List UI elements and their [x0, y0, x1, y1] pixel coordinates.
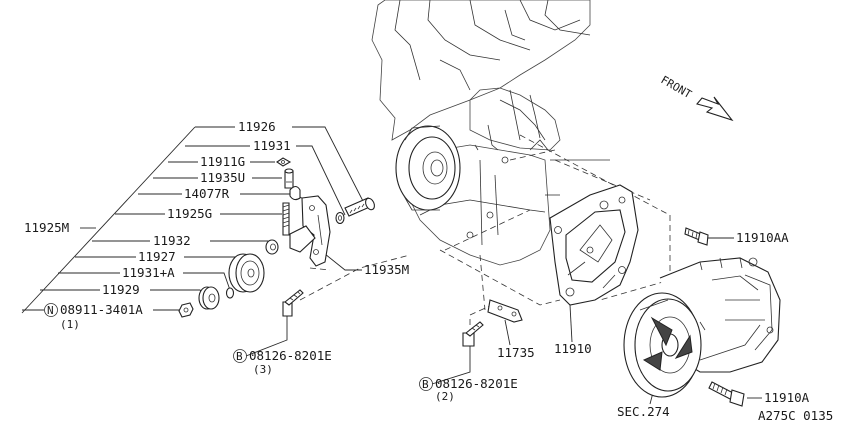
label-11927: 11927	[138, 249, 176, 264]
label-11926: 11926	[238, 119, 276, 134]
label-11910: 11910	[554, 341, 592, 356]
washer-11931a	[225, 287, 235, 299]
nut-quantity: (1)	[60, 318, 80, 331]
label-11910aa: 11910AA	[736, 230, 789, 245]
assembly-guide-lines	[299, 134, 671, 345]
front-direction-indicator: FRONT	[659, 73, 734, 122]
nut-part-number: 08911-3401A	[60, 302, 143, 317]
bolt2-part-number: 08126-8201E	[435, 376, 518, 391]
label-bolt-08126-2: B 08126-8201E (2)	[419, 376, 518, 403]
label-sec-274: SEC.274	[617, 404, 670, 419]
front-label: FRONT	[659, 73, 695, 101]
clip-14077r	[289, 185, 301, 201]
part-labels: 11926 11931 11911G 11935U 14077R 11925G …	[24, 119, 833, 423]
adjust-bolt-11925g	[282, 202, 290, 236]
bolt-11910a	[708, 381, 745, 407]
bolt2-marker-letter: B	[422, 378, 429, 391]
clip-11911g	[276, 157, 292, 167]
label-11932: 11932	[153, 233, 191, 248]
label-11931: 11931	[253, 138, 291, 153]
cover-11929	[198, 286, 220, 310]
compressor-bracket-11910	[549, 184, 639, 306]
label-11910a: 11910A	[764, 390, 810, 405]
label-bolt-08126-3: B 08126-8201E (3)	[233, 348, 332, 376]
bolt-08126-center	[462, 321, 484, 347]
nut-marker-circle	[44, 303, 58, 317]
fitting-11935u	[284, 168, 294, 189]
label-11931a: 11931+A	[122, 265, 175, 280]
label-11929: 11929	[102, 282, 140, 297]
front-arrow-icon	[696, 96, 734, 122]
bolt3-marker-letter: B	[236, 350, 243, 363]
spacer-11932	[265, 239, 279, 255]
idler-pulley-11927	[228, 253, 265, 293]
diagram-reference-code: A275C 0135	[758, 408, 833, 423]
nut-marker-letter: N	[47, 304, 54, 317]
bolt-11910aa	[684, 227, 709, 246]
leader-lines	[21, 126, 762, 405]
nut-08911	[178, 302, 194, 318]
bolt-08126-lower-left	[282, 289, 304, 317]
label-11925m: 11925M	[24, 220, 69, 235]
engine-block	[371, 0, 610, 266]
label-11935m: 11935M	[364, 262, 409, 277]
bolt2-quantity: (2)	[435, 390, 455, 403]
washer-11931	[335, 211, 345, 225]
ac-compressor	[623, 257, 781, 398]
label-nut-08911: N 08911-3401A (1)	[44, 302, 143, 331]
label-11735: 11735	[497, 345, 535, 360]
label-11911g: 11911G	[200, 154, 245, 169]
label-11935u: 11935U	[200, 170, 245, 185]
bolt3-quantity: (3)	[253, 363, 273, 376]
bolt3-part-number: 08126-8201E	[249, 348, 332, 363]
bolt3-marker-circle	[233, 349, 247, 363]
plate-11735	[487, 299, 523, 323]
bracket-11935m	[289, 195, 331, 267]
label-14077r: 14077R	[184, 186, 230, 201]
label-11925g: 11925G	[167, 206, 212, 221]
bolt-11926	[344, 197, 375, 217]
bolt2-marker-circle	[419, 377, 433, 391]
